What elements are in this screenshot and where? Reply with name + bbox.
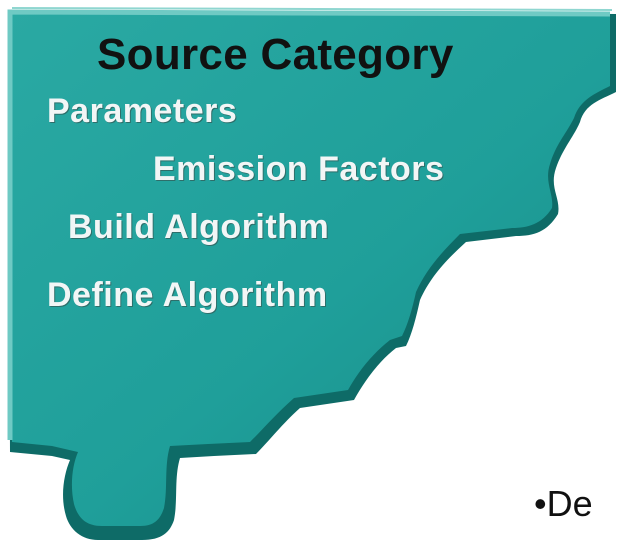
puzzle-top-edge: [11, 7, 613, 11]
puzzle-face: [8, 10, 610, 526]
puzzle-item-define-algorithm: Define Algorithm: [47, 276, 328, 314]
puzzle-item-parameters: Parameters: [47, 92, 238, 130]
puzzle-item-build-algorithm: Build Algorithm: [68, 208, 330, 246]
puzzle-item-emission-factors: Emission Factors: [153, 150, 445, 188]
puzzle-title: Source Category: [97, 30, 454, 79]
bullet-text: •De: [534, 483, 593, 524]
puzzle-highlight: [7, 9, 611, 440]
